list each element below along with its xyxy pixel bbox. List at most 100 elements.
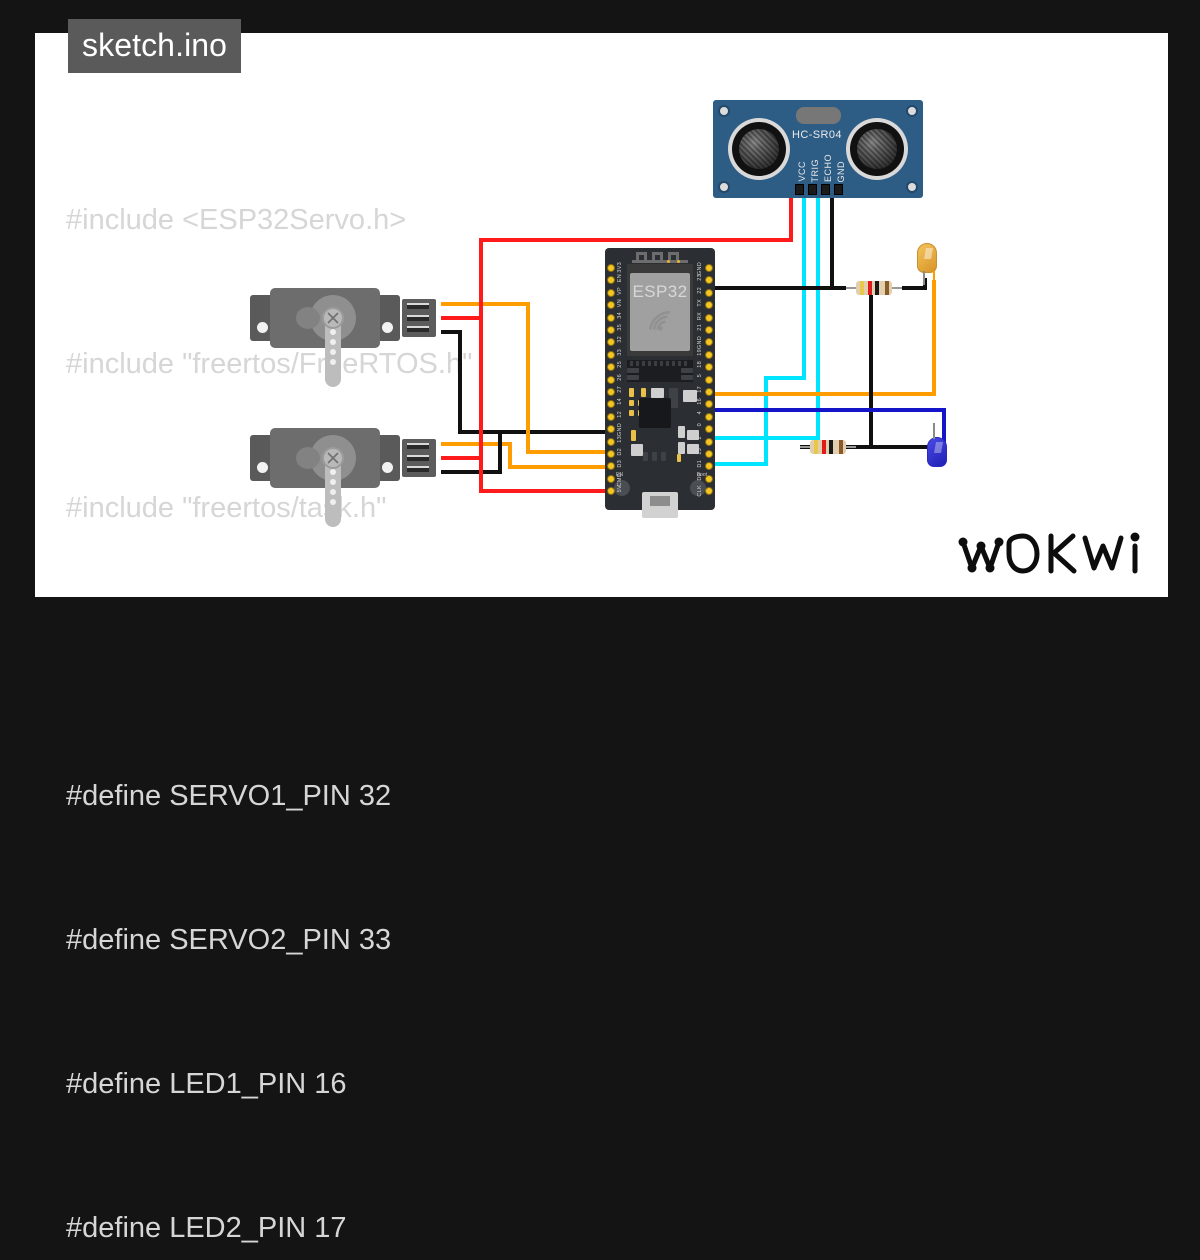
esp32-pin-label-left-5v: 5V xyxy=(617,485,623,493)
esp32-pin-right-clk[interactable] xyxy=(705,487,713,496)
wokwi-logo xyxy=(955,524,1155,587)
resistor-yellow-led[interactable] xyxy=(846,281,902,295)
esp32-pin-left-en[interactable] xyxy=(607,276,615,285)
esp32-pin-label-right-18: 18 xyxy=(697,361,703,368)
esp32-pin-left-33[interactable] xyxy=(607,350,615,359)
esp32-pin-label-right-2: 2 xyxy=(697,435,703,439)
esp32-pin-left-25[interactable] xyxy=(607,363,615,372)
boot-button[interactable] xyxy=(690,480,706,496)
wire-gnd-down-to-resistor-bottom xyxy=(800,288,873,449)
wifi-icon xyxy=(648,311,670,331)
esp32-pin-left-d2[interactable] xyxy=(607,450,615,458)
code-line: #define SERVO2_PIN 33 xyxy=(66,924,392,956)
enable-button-label: EN xyxy=(616,472,623,478)
esp32-pin-left-14[interactable] xyxy=(607,400,615,409)
esp32-pin-label-left-gnd: GND xyxy=(617,423,623,437)
servo-connector xyxy=(402,439,436,477)
esp32-pin-label-left-3v3: 3V3 xyxy=(617,262,623,273)
servo-horn xyxy=(325,455,341,527)
module-castellation-strip xyxy=(627,360,693,382)
esp32-pin-left-27[interactable] xyxy=(607,388,615,396)
esp32-pin-left-3v3[interactable] xyxy=(607,264,615,272)
resistor-body xyxy=(810,440,846,454)
pin-label-gnd: GND xyxy=(836,160,846,183)
antenna-dot xyxy=(677,260,680,263)
esp32-pin-label-right-clk: CLK xyxy=(697,485,703,497)
esp32-pin-right-4[interactable] xyxy=(705,412,713,421)
esp32-devkit-board[interactable]: ESP32 xyxy=(605,248,715,518)
esp32-pin-label-left-32: 32 xyxy=(617,336,623,344)
led-blue[interactable] xyxy=(924,423,950,477)
esp32-pin-right-rx[interactable] xyxy=(705,313,713,322)
esp32-pin-label-left-vn: VN xyxy=(617,299,623,308)
esp32-pin-left-cmd[interactable] xyxy=(607,474,615,483)
usb-uart-chip xyxy=(639,398,671,428)
esp32-pin-right-22[interactable] xyxy=(705,288,713,297)
boot-button-label: Boot xyxy=(696,472,707,478)
servo-gear-small xyxy=(296,307,320,329)
mounting-hole-icon xyxy=(906,181,918,193)
esp32-pin-right-0[interactable] xyxy=(705,425,713,434)
esp32-pin-right-gnd[interactable] xyxy=(705,338,713,347)
esp32-pin-left-vp[interactable] xyxy=(607,288,615,297)
app-root: #include <ESP32Servo.h> #include "freert… xyxy=(35,19,1168,1244)
esp32-pin-label-left-33: 33 xyxy=(617,348,623,356)
led-yellow[interactable] xyxy=(914,243,940,285)
esp32-pin-left-13[interactable] xyxy=(607,437,615,446)
esp32-rf-shield xyxy=(630,273,690,351)
pin-label-echo: ECHO xyxy=(823,153,833,182)
esp32-pin-label-right-23: 23 xyxy=(697,274,703,282)
esp32-pin-label-right-16: 16 xyxy=(697,398,703,406)
servo-motor-2[interactable] xyxy=(250,425,436,527)
esp32-pin-right-2[interactable] xyxy=(705,437,713,446)
esp32-pin-right-tx[interactable] xyxy=(705,301,713,310)
esp32-pin-right-17[interactable] xyxy=(705,388,713,396)
esp32-pin-right-18[interactable] xyxy=(705,363,713,372)
transducer-right xyxy=(846,118,908,180)
hc-sr04-header xyxy=(795,184,844,195)
code-line: #define LED2_PIN 17 xyxy=(66,1212,347,1244)
esp32-pin-right-23[interactable] xyxy=(705,276,713,285)
esp32-pin-left-5v[interactable] xyxy=(607,487,615,496)
micro-usb-connector[interactable] xyxy=(642,492,678,518)
esp32-pin-right-19[interactable] xyxy=(705,350,713,359)
servo-hub-icon xyxy=(322,307,344,329)
esp32-pin-left-32[interactable] xyxy=(607,338,615,347)
esp32-pin-label-right-d1: D1 xyxy=(697,460,703,469)
esp32-pin-label-right-rx: RX xyxy=(697,311,703,320)
esp32-pin-label-right-22: 22 xyxy=(697,286,703,294)
mounting-hole-icon xyxy=(906,105,918,117)
esp32-pin-label-left-13: 13 xyxy=(617,435,623,443)
enable-button[interactable] xyxy=(614,480,630,496)
resistor-band xyxy=(860,281,864,295)
esp32-pin-label-right-19: 19 xyxy=(697,348,703,356)
esp32-pin-right-d0[interactable] xyxy=(705,474,713,483)
servo-motor-1[interactable] xyxy=(250,285,436,387)
servo-gear-small xyxy=(296,447,320,469)
esp32-pin-left-34[interactable] xyxy=(607,313,615,322)
esp32-pin-right-d1[interactable] xyxy=(705,462,713,471)
resistor-blue-led[interactable] xyxy=(800,440,856,454)
pin-label-trig: TRIG xyxy=(810,158,820,183)
esp32-pin-left-gnd[interactable] xyxy=(607,425,615,434)
esp32-pin-right-21[interactable] xyxy=(705,326,713,334)
esp32-pin-right-5[interactable] xyxy=(705,375,713,384)
esp32-pin-left-d3[interactable] xyxy=(607,462,615,471)
esp32-pin-right-gnd[interactable] xyxy=(705,264,713,272)
file-tab-sketch-ino[interactable]: sketch.ino xyxy=(68,19,242,73)
hc-sr04-ultrasonic-sensor[interactable]: HC-SR04 VCC TRIG ECHO GND xyxy=(713,100,923,198)
wire-led-yellow-anode xyxy=(713,280,936,396)
esp32-pin-left-12[interactable] xyxy=(607,412,615,421)
esp32-pin-right-15[interactable] xyxy=(705,450,713,458)
antenna-dot xyxy=(667,260,670,263)
esp32-pin-left-vn[interactable] xyxy=(607,301,615,310)
esp32-pin-left-26[interactable] xyxy=(607,375,615,384)
esp32-pin-label-right-4: 4 xyxy=(697,410,703,415)
code-line-blank xyxy=(66,628,706,676)
wire-resistor-top-to-led xyxy=(902,278,927,290)
esp32-pin-left-35[interactable] xyxy=(607,326,615,334)
esp32-pin-label-right-gnd: GND xyxy=(697,336,703,350)
resistor-band xyxy=(875,281,879,295)
esp32-pin-right-16[interactable] xyxy=(705,400,713,409)
esp32-module-label: ESP32 xyxy=(632,282,688,301)
